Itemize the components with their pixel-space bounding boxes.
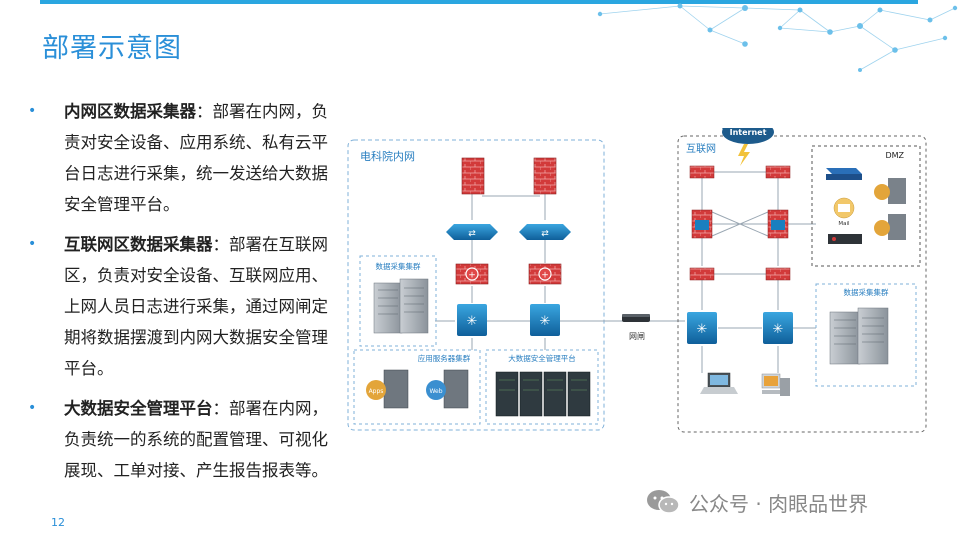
internet-cloud-icon bbox=[722, 128, 774, 144]
dmz-server-icon bbox=[874, 178, 906, 204]
lightning-icon bbox=[738, 144, 750, 166]
ips-icon: + bbox=[455, 263, 489, 285]
svg-text:+: + bbox=[468, 271, 476, 281]
bullet-text: ：部署在互联网区，负责对安全设备、互联网应用、上网人员日志进行采集，通过网闸定期… bbox=[64, 235, 328, 378]
intranet-zone bbox=[347, 139, 605, 431]
ips-icon: + bbox=[528, 263, 562, 285]
bullet-dot-icon: • bbox=[28, 400, 37, 416]
bullet-text: ：部署在内网，负责统一的系统的配置管理、可视化展现、工单对接、产生报告报表等。 bbox=[64, 399, 328, 480]
svg-text:⇄: ⇄ bbox=[541, 229, 549, 239]
intranet-links bbox=[435, 180, 630, 350]
app-cluster-label: 应用服务器集群 bbox=[418, 353, 471, 363]
bullet-list: • 内网区数据采集器：部署在内网，负责对安全设备、应用系统、私有云平台日志进行采集… bbox=[28, 96, 338, 495]
bigdata-platform-label: 大数据安全管理平台 bbox=[508, 353, 576, 363]
router-icon: ⇄ bbox=[446, 224, 498, 240]
mail-label: Mail bbox=[838, 221, 850, 227]
app-cluster-box bbox=[353, 349, 481, 425]
router-icon: ⇄ bbox=[519, 224, 571, 240]
internet-links bbox=[701, 171, 816, 373]
desktop-pc-icon bbox=[761, 373, 790, 396]
firewall-icon bbox=[765, 267, 791, 281]
watermark: 公众号 · 肉眼品世界 bbox=[645, 488, 868, 516]
router-icon bbox=[767, 209, 789, 239]
router-icon bbox=[691, 209, 713, 239]
firewall-icon bbox=[765, 165, 791, 179]
server-rack-icon bbox=[829, 307, 889, 365]
svg-text:+: + bbox=[541, 271, 549, 281]
firewall-icon bbox=[533, 157, 557, 195]
dmz-zone bbox=[811, 145, 921, 267]
page-number: 12 bbox=[51, 516, 65, 529]
internet-cloud-label: Internet bbox=[730, 128, 767, 137]
laptop-icon bbox=[700, 372, 738, 394]
svg-text:✳: ✳ bbox=[540, 314, 551, 329]
svg-text:✳: ✳ bbox=[773, 322, 784, 337]
bullet-dot-icon: • bbox=[28, 236, 37, 252]
intranet-zone-label: 电科院内网 bbox=[360, 149, 415, 163]
dmz-label: DMZ bbox=[885, 151, 904, 160]
svg-text:⇄: ⇄ bbox=[468, 229, 476, 239]
bullet-heading: 内网区数据采集器 bbox=[64, 102, 196, 121]
server-rack-icon bbox=[373, 278, 429, 334]
network-decoration bbox=[597, 3, 958, 72]
collector-cluster-box bbox=[359, 255, 437, 347]
internet-collector-box bbox=[815, 283, 917, 387]
gateway-label: 网闸 bbox=[629, 332, 645, 341]
svg-text:✳: ✳ bbox=[467, 314, 478, 329]
bigdata-platform-box bbox=[485, 349, 599, 425]
bullet-dot-icon: • bbox=[28, 103, 37, 119]
wechat-icon bbox=[647, 490, 680, 514]
firewall-icon bbox=[689, 267, 715, 281]
deployment-diagram: 电科院内网 ⇄ ⇄ + + ✳ ✳ 数 bbox=[347, 128, 927, 433]
core-switch-icon: ✳ bbox=[687, 312, 717, 344]
gateway-icon bbox=[622, 314, 650, 322]
mail-server-icon: Mail bbox=[833, 197, 855, 227]
internet-collector-label: 数据采集集群 bbox=[844, 287, 889, 297]
web-server-label: Web bbox=[429, 388, 442, 395]
app-server-icon: Apps bbox=[366, 369, 409, 409]
core-switch-icon: ✳ bbox=[530, 304, 560, 336]
core-switch-icon: ✳ bbox=[457, 304, 487, 336]
internet-zone-label: 互联网 bbox=[686, 143, 716, 155]
internet-zone bbox=[677, 135, 927, 433]
watermark-text: 公众号 · 肉眼品世界 bbox=[689, 491, 869, 516]
network-appliance-icon bbox=[828, 234, 862, 244]
slide-title: 部署示意图 bbox=[42, 33, 182, 64]
bullet-text: ：部署在内网，负责对安全设备、应用系统、私有云平台日志进行采集，统一发送给大数据… bbox=[64, 102, 328, 214]
bullet-intranet-collector: • 内网区数据采集器：部署在内网，负责对安全设备、应用系统、私有云平台日志进行采集… bbox=[28, 96, 338, 220]
bigdata-rack-icon bbox=[495, 371, 591, 417]
bullet-bigdata-platform: • 大数据安全管理平台：部署在内网，负责统一的系统的配置管理、可视化展现、工单对接… bbox=[28, 393, 338, 486]
web-server-icon: Web bbox=[426, 369, 469, 409]
bullet-heading: 大数据安全管理平台 bbox=[64, 399, 213, 418]
app-server-label: Apps bbox=[369, 388, 384, 395]
firewall-icon bbox=[461, 157, 485, 195]
top-accent-bar bbox=[40, 0, 918, 4]
collector-cluster-label: 数据采集集群 bbox=[376, 261, 421, 271]
bullet-heading: 互联网区数据采集器 bbox=[64, 235, 213, 254]
dmz-server-icon bbox=[874, 214, 906, 240]
dmz-switch-icon bbox=[826, 168, 862, 180]
svg-text:✳: ✳ bbox=[697, 322, 708, 337]
firewall-icon bbox=[689, 165, 715, 179]
core-switch-icon: ✳ bbox=[763, 312, 793, 344]
bullet-internet-collector: • 互联网区数据采集器：部署在互联网区，负责对安全设备、互联网应用、上网人员日志进… bbox=[28, 229, 338, 384]
